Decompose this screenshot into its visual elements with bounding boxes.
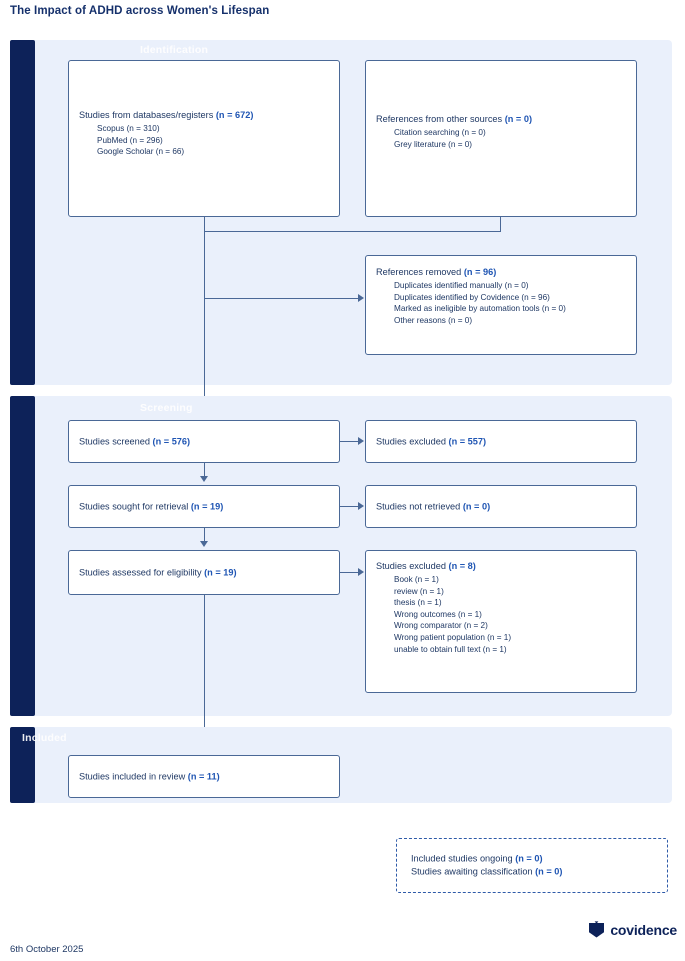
box-references-removed: References removed (n = 96) Duplicates i… (365, 255, 637, 355)
box-references-other-sources: References from other sources (n = 0) Ci… (365, 60, 637, 217)
stage-bar-identification (10, 40, 35, 385)
list-item: Google Scholar (n = 66) (97, 147, 185, 157)
list-item: Duplicates identified manually (n = 0) (394, 281, 529, 290)
covidence-brand: covidence (588, 921, 677, 939)
list-item: unable to obtain full text (n = 1) (394, 644, 507, 654)
connector-sought-to-not-retrieved (340, 506, 359, 508)
connector-merge-trunk (204, 231, 206, 412)
arrowhead-assessed-to-excluded (358, 568, 364, 576)
list-item: Other reasons (n = 0) (394, 315, 473, 325)
connector-assessed-to-included (204, 595, 206, 747)
connector-sought-to-assessed (204, 528, 206, 542)
box-references-removed-sublist: Duplicates identified manually (n = 0) D… (376, 280, 628, 326)
list-item: Wrong comparator (n = 2) (394, 621, 488, 631)
connector-screened-to-sought (204, 463, 206, 477)
list-item: Book (n = 1) (394, 575, 439, 584)
footer-date: 6th October 2025 (10, 944, 84, 955)
stage-label-included: Included (22, 732, 67, 744)
box-other-sources-sublist: Citation searching (n = 0) Grey literatu… (376, 127, 628, 150)
arrowhead-to-references-removed (358, 294, 364, 302)
box-studies-excluded-screening-text: Studies excluded (n = 557) (376, 436, 487, 446)
box-sought-for-retrieval: Studies sought for retrieval (n = 19) (68, 485, 340, 528)
box-assessed-for-eligibility-text: Studies assessed for eligibility (n = 19… (79, 567, 237, 577)
connector-merge-horizontal (204, 231, 501, 233)
box-studies-included-in-review: Studies included in review (n = 11) (68, 755, 340, 798)
stage-label-identification: Identification (140, 44, 209, 56)
list-item: PubMed (n = 296) (97, 135, 163, 145)
box-databases-sublist: Scopus (n = 310) PubMed (n = 296) Google… (79, 123, 331, 158)
covidence-logo-icon (588, 921, 605, 939)
list-item: Duplicates identified by Covidence (n = … (394, 292, 550, 302)
box-studies-excluded-eligibility-heading: Studies excluded (n = 8) (376, 561, 476, 571)
connector-assessed-to-excluded (340, 572, 359, 574)
connector-screened-to-excluded (340, 441, 359, 443)
box-ongoing-awaiting-text: Included studies ongoing (n = 0) Studies… (411, 852, 659, 879)
box-ongoing-awaiting: Included studies ongoing (n = 0) Studies… (396, 838, 668, 893)
box-studies-screened: Studies screened (n = 576) (68, 420, 340, 463)
box-databases-heading: Studies from databases/registers (n = 67… (79, 110, 254, 120)
box-studies-not-retrieved: Studies not retrieved (n = 0) (365, 485, 637, 528)
list-item: Wrong outcomes (n = 1) (394, 609, 482, 619)
arrowhead-sought-to-assessed (200, 541, 208, 547)
list-item: Marked as ineligible by automation tools… (394, 304, 566, 314)
page-title: The Impact of ADHD across Women's Lifesp… (10, 5, 270, 17)
box-sought-for-retrieval-text: Studies sought for retrieval (n = 19) (79, 501, 224, 511)
covidence-wordmark: covidence (610, 922, 677, 938)
box-studies-from-databases: Studies from databases/registers (n = 67… (68, 60, 340, 217)
connector-to-references-removed (204, 298, 359, 300)
arrowhead-sought-to-not-retrieved (358, 502, 364, 510)
connector-other-sources-down (500, 217, 502, 232)
box-studies-screened-text: Studies screened (n = 576) (79, 436, 191, 446)
box-assessed-for-eligibility: Studies assessed for eligibility (n = 19… (68, 550, 340, 595)
box-studies-not-retrieved-text: Studies not retrieved (n = 0) (376, 501, 491, 511)
box-studies-included-in-review-text: Studies included in review (n = 11) (79, 771, 220, 781)
list-item: Scopus (n = 310) (97, 124, 160, 133)
list-item: review (n = 1) (394, 586, 444, 596)
ongoing-line: Included studies ongoing (n = 0) (411, 853, 543, 863)
list-item: Grey literature (n = 0) (394, 139, 473, 149)
stage-bar-included (10, 727, 35, 803)
box-references-removed-heading: References removed (n = 96) (376, 267, 497, 277)
awaiting-classification-line: Studies awaiting classification (n = 0) (411, 866, 563, 877)
box-studies-excluded-eligibility-sublist: Book (n = 1) review (n = 1) thesis (n = … (376, 574, 628, 655)
list-item: thesis (n = 1) (394, 598, 442, 608)
connector-databases-down (204, 217, 206, 232)
stage-label-screening: Screening (140, 402, 193, 414)
box-other-sources-heading: References from other sources (n = 0) (376, 114, 532, 124)
arrowhead-screened-to-sought (200, 476, 208, 482)
stage-bar-screening (10, 396, 35, 716)
box-studies-excluded-screening: Studies excluded (n = 557) (365, 420, 637, 463)
list-item: Wrong patient population (n = 1) (394, 632, 512, 642)
list-item: Citation searching (n = 0) (394, 128, 486, 137)
box-studies-excluded-eligibility: Studies excluded (n = 8) Book (n = 1) re… (365, 550, 637, 693)
arrowhead-screened-to-excluded (358, 437, 364, 445)
